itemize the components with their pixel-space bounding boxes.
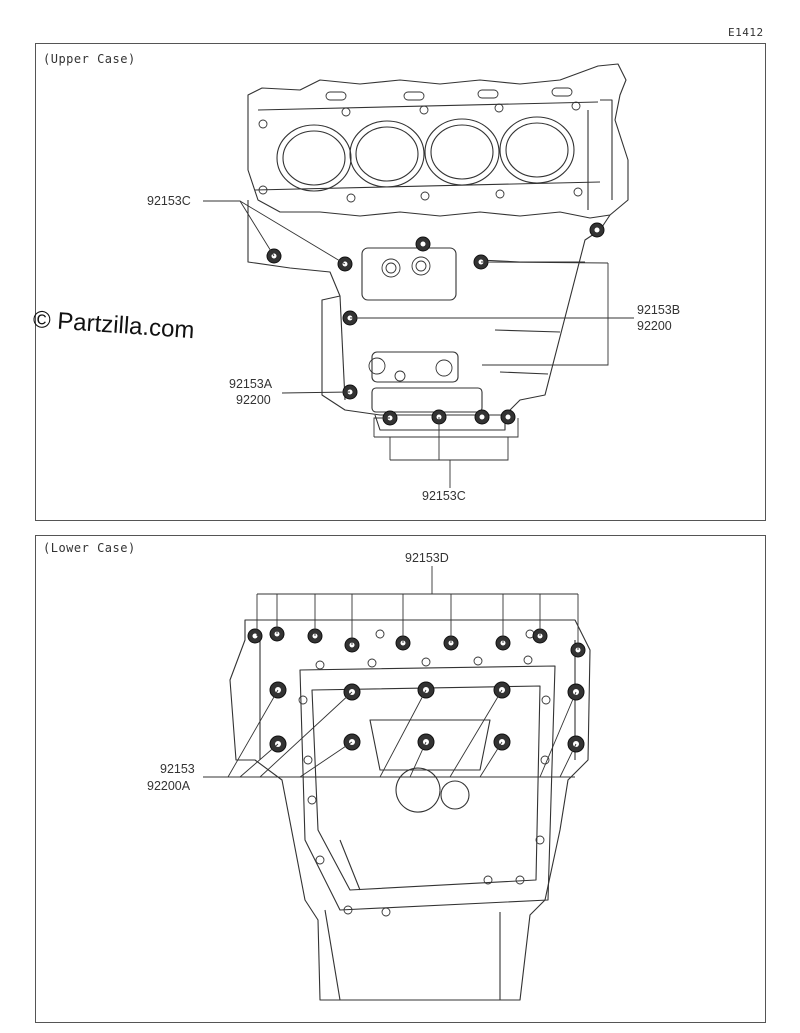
upper-crankcase-outline	[247, 63, 629, 431]
callout-92153c-top: 92153C	[147, 194, 191, 208]
lower-crankcase-outline	[229, 619, 591, 1001]
callout-92153c-bottom: 92153C	[422, 489, 466, 503]
callout-92200-right: 92200	[637, 319, 672, 333]
callout-92153b: 92153B	[637, 303, 681, 317]
lower-leader-lines	[203, 566, 579, 778]
deck-holes	[258, 87, 583, 382]
lower-case-panel	[35, 535, 766, 1023]
lower-bolts	[247, 626, 586, 753]
callout-92200-left: 92200	[236, 393, 271, 407]
lower-holes	[298, 629, 551, 917]
cylinder-bores	[276, 116, 575, 192]
callout-92153a: 92153A	[229, 377, 273, 391]
upper-case-label: (Upper Case)	[43, 52, 136, 66]
upper-bolts	[266, 222, 605, 426]
diagram-code: E1412	[728, 26, 764, 39]
upper-case-panel	[35, 43, 766, 521]
callout-92200a: 92200A	[147, 779, 191, 793]
callout-92153d: 92153D	[405, 551, 449, 565]
lower-case-label: (Lower Case)	[43, 541, 136, 555]
upper-leader-lines	[203, 200, 634, 488]
callout-92153: 92153	[160, 762, 195, 776]
